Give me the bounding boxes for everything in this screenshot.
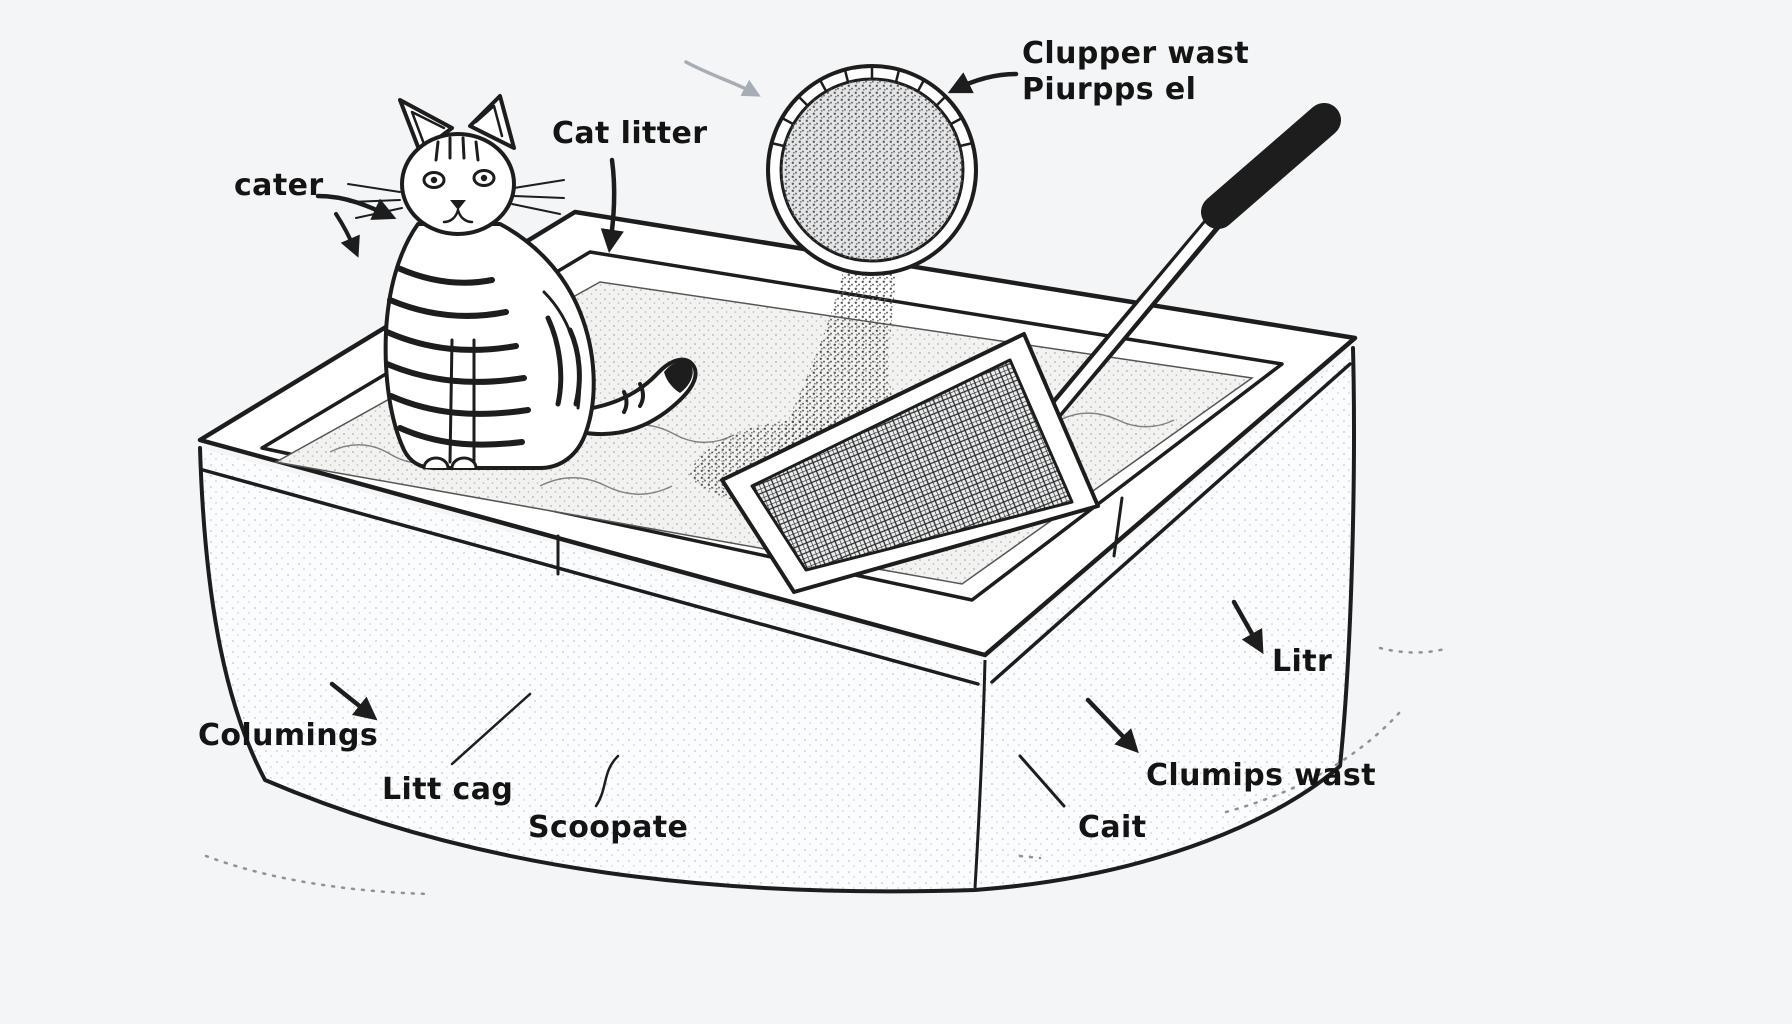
label-columings-text: Columings [198,718,379,753]
arrow-cater-2 [334,212,360,258]
cat-drawing [347,94,698,470]
label-clumper-line1: Clupper wast [1022,36,1250,71]
scoop-grip [1201,103,1341,229]
label-cat-litter-text: Cat litter [552,116,708,151]
label-clumper-waste: Clupper wast Piurpps el [1022,36,1249,108]
label-cait: Cait [1078,810,1147,846]
arrow-cat-litter [600,157,624,253]
label-cater-text: cater [234,168,324,203]
label-litr-text: Litr [1272,644,1333,679]
arrow-cater [315,193,397,220]
label-litt-cag: Litt cag [382,772,513,808]
label-cater: cater [234,168,324,204]
label-litr: Litr [1272,644,1332,680]
line-litt-cag [450,692,532,766]
arrow-columings [329,681,378,721]
label-clumper-line2: Piurpps el [1022,72,1197,107]
label-litt-cag-text: Litt cag [382,772,514,807]
label-cait-text: Cait [1078,810,1147,845]
line-scoopate [594,754,620,808]
label-clumips-wast-text: Clumips wast [1146,758,1376,793]
scoop-mesh [750,358,1074,572]
label-clumips-wast: Clumips wast [1146,758,1376,794]
arrow-litr [1231,599,1264,655]
arrow-clumips [1085,697,1139,754]
label-columings: Columings [198,718,378,754]
arrow-gray-pour [684,60,761,97]
label-scoopate-text: Scoopate [528,810,689,845]
label-cat-litter: Cat litter [552,116,707,152]
callout-arrows [315,60,1264,808]
line-cait [1018,754,1066,808]
label-scoopate: Scoopate [528,810,688,846]
ground-marks [204,646,1450,896]
arrow-clumper [947,71,1019,94]
scoop-drawing [720,103,1341,594]
